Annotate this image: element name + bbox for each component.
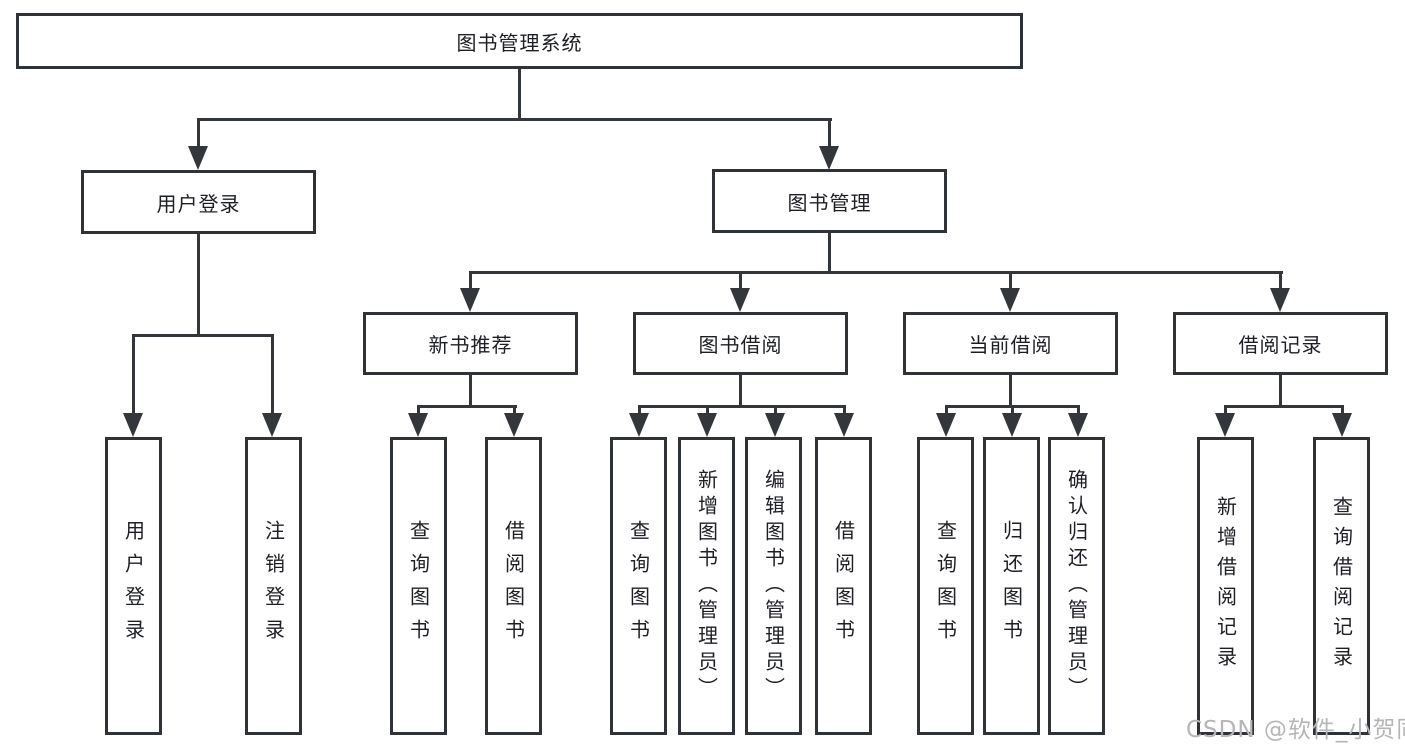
connector-line: [469, 271, 472, 291]
connector-line: [638, 405, 846, 408]
leaf-record-query-box: 查询借阅记录: [1313, 437, 1370, 735]
root-label: 图书管理系统: [456, 30, 583, 55]
connector-line: [828, 233, 831, 274]
arrow-down-icon: [1215, 413, 1235, 437]
connector-line: [132, 334, 135, 416]
connector-line: [945, 405, 948, 417]
borrowing-records-label: 借阅记录: [1238, 333, 1323, 357]
leaf-current-return-label: 归还图书: [999, 520, 1024, 652]
connector-line: [469, 271, 1283, 274]
leaf-record-add-box: 新增借阅记录: [1197, 437, 1254, 735]
connector-line: [739, 375, 742, 408]
book-management-box: 图书管理: [712, 169, 947, 233]
connector-line: [1011, 405, 1014, 417]
leaf-current-query-box: 查询图书: [917, 437, 974, 735]
connector-line: [843, 405, 846, 417]
user-login-label: 用户登录: [156, 191, 241, 216]
csdn-watermark: CSDN @软件_小贺同学: [1186, 717, 1405, 743]
arrow-down-icon: [504, 413, 524, 437]
user-login-box: 用户登录: [81, 170, 316, 234]
arrow-down-icon: [819, 146, 839, 170]
arrow-down-icon: [765, 413, 785, 437]
arrow-down-icon: [123, 413, 143, 437]
connector-line: [1279, 271, 1282, 291]
arrow-down-icon: [1002, 413, 1022, 437]
leaf-current-return-box: 归还图书: [983, 437, 1040, 735]
arrow-down-icon: [408, 413, 428, 437]
connector-line: [197, 118, 832, 121]
connector-line: [1009, 375, 1012, 408]
connector-line: [1077, 405, 1080, 417]
arrow-down-icon: [834, 413, 854, 437]
connector-line: [1341, 405, 1344, 417]
connector-line: [739, 271, 742, 291]
leaf-borrow-borrow-label: 借阅图书: [831, 520, 856, 652]
connector-line: [774, 405, 777, 417]
current-borrowing-box: 当前借阅: [903, 312, 1118, 375]
connector-line: [1009, 271, 1012, 291]
leaf-borrow-add-admin-label: 新增图书（管理员）: [694, 469, 719, 703]
arrow-down-icon: [188, 146, 208, 170]
leaf-borrow-query-box: 查询图书: [610, 437, 667, 735]
arrow-down-icon: [1068, 413, 1088, 437]
leaf-record-query-label: 查询借阅记录: [1329, 496, 1354, 676]
leaf-borrow-query-label: 查询图书: [626, 520, 651, 652]
borrowing-records-box: 借阅记录: [1173, 312, 1388, 375]
connector-line: [1224, 405, 1344, 408]
connector-line: [828, 118, 831, 152]
connector-line: [1279, 375, 1282, 408]
connector-line: [417, 405, 420, 417]
connector-line: [513, 405, 516, 417]
arrow-down-icon: [262, 413, 282, 437]
connector-line: [1224, 405, 1227, 417]
leaf-borrow-add-admin-box: 新增图书（管理员）: [678, 437, 735, 735]
new-book-recommendation-label: 新书推荐: [428, 333, 513, 357]
arrow-down-icon: [1332, 413, 1352, 437]
leaf-current-query-label: 查询图书: [933, 520, 958, 652]
leaf-newbook-query-label: 查询图书: [406, 520, 431, 652]
arrow-down-icon: [730, 288, 750, 312]
leaf-current-confirm-admin-label: 确认归还（管理员）: [1064, 469, 1089, 703]
connector-line: [638, 405, 641, 417]
connector-line: [271, 334, 274, 416]
connector-line: [469, 375, 472, 408]
leaf-borrow-borrow-box: 借阅图书: [815, 437, 872, 735]
leaf-newbook-borrow-box: 借阅图书: [485, 437, 542, 735]
current-borrowing-label: 当前借阅: [968, 333, 1053, 357]
book-management-label: 图书管理: [787, 190, 872, 215]
connector-line: [706, 405, 709, 417]
connector-line: [417, 405, 517, 408]
connector-line: [197, 118, 200, 152]
connector-line: [132, 334, 274, 337]
leaf-newbook-query-box: 查询图书: [390, 437, 447, 735]
leaf-borrow-edit-admin-box: 编辑图书（管理员）: [745, 437, 802, 735]
leaf-logout-box: 注销登录: [245, 437, 302, 735]
leaf-borrow-edit-admin-label: 编辑图书（管理员）: [761, 469, 786, 703]
arrow-down-icon: [460, 288, 480, 312]
leaf-user-login-label: 用户登录: [121, 520, 146, 652]
leaf-newbook-borrow-label: 借阅图书: [501, 520, 526, 652]
leaf-user-login-box: 用户登录: [105, 437, 162, 735]
new-book-recommendation-box: 新书推荐: [363, 312, 578, 375]
arrow-down-icon: [1270, 288, 1290, 312]
book-borrowing-label: 图书借阅: [698, 333, 783, 357]
arrow-down-icon: [629, 413, 649, 437]
root-box: 图书管理系统: [16, 13, 1023, 69]
leaf-record-add-label: 新增借阅记录: [1213, 496, 1238, 676]
arrow-down-icon: [697, 413, 717, 437]
book-borrowing-box: 图书借阅: [633, 312, 848, 375]
connector-line: [197, 234, 200, 337]
arrow-down-icon: [1000, 288, 1020, 312]
leaf-logout-label: 注销登录: [261, 520, 286, 652]
arrow-down-icon: [936, 413, 956, 437]
leaf-current-confirm-admin-box: 确认归还（管理员）: [1048, 437, 1105, 735]
connector-line: [518, 69, 521, 119]
